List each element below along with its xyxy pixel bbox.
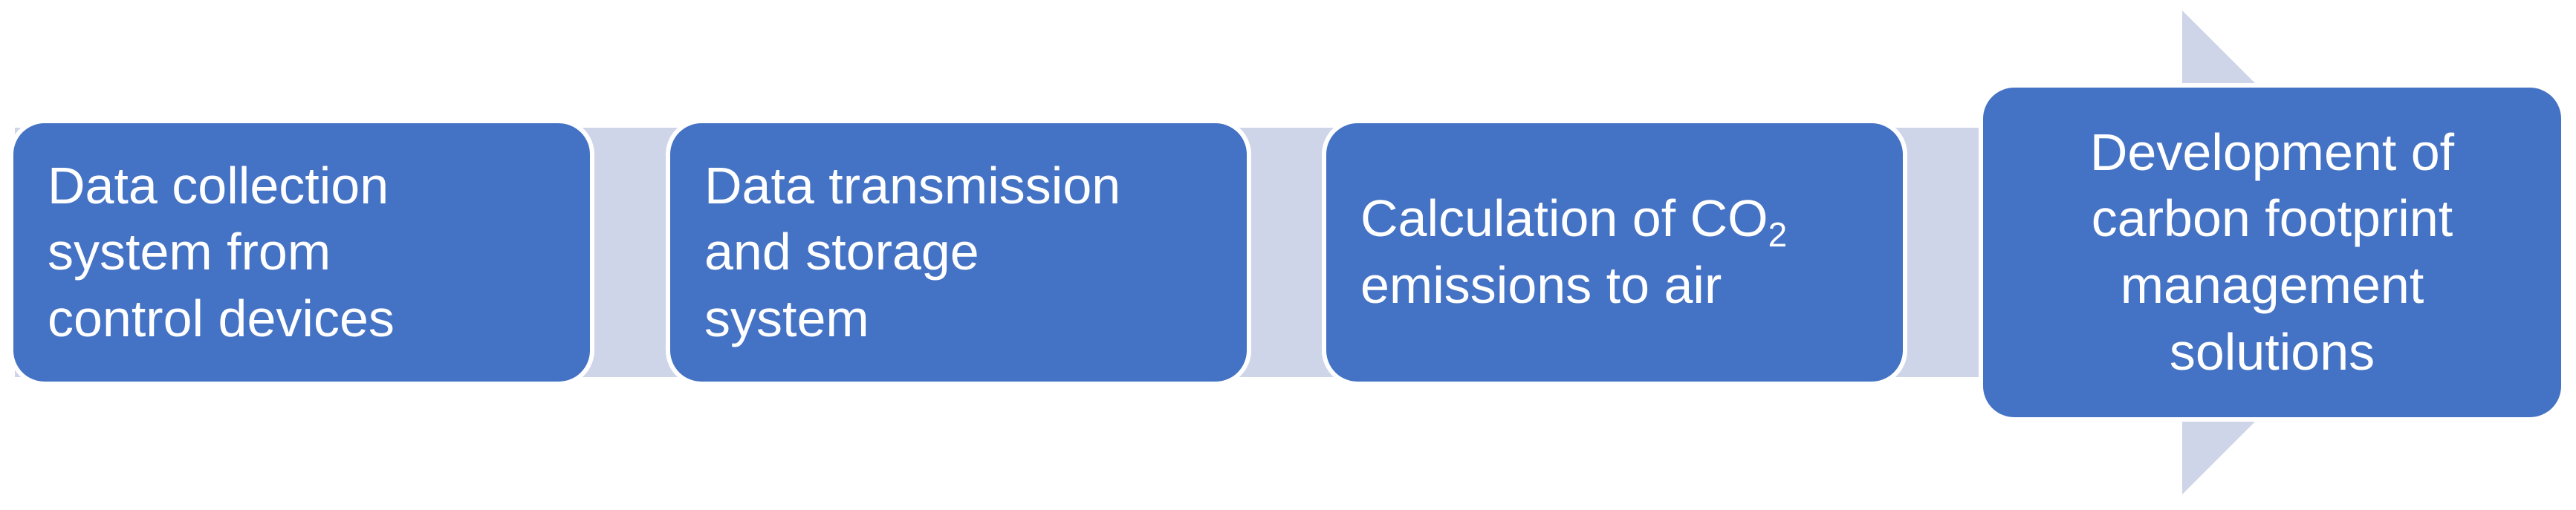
step-1-line-2: system from — [48, 223, 331, 281]
step-1-text: Data collection system from control devi… — [48, 153, 557, 353]
step-box-data-collection: Data collection system from control devi… — [9, 119, 594, 386]
step-box-co2-calculation: Calculation of CO2 emissions to air — [1322, 119, 1907, 386]
step-4-line-1: Development of — [2089, 122, 2455, 181]
step-4-text: Development of carbon footprint manageme… — [2010, 120, 2534, 385]
step-4-line-2: carbon footprint — [2091, 189, 2453, 248]
step-3-text: Calculation of CO2 emissions to air — [1360, 186, 1873, 318]
step-4-line-4: solutions — [2169, 322, 2375, 381]
step-1-line-1: Data collection — [48, 156, 389, 215]
step-3-line-1-text: Calculation of CO — [1360, 189, 1768, 248]
step-3-line-1: Calculation of CO2 — [1360, 189, 1787, 252]
step-3-line-2: emissions to air — [1360, 256, 1722, 314]
step-1-line-3: control devices — [48, 289, 395, 347]
step-2-line-2: and storage — [704, 223, 979, 281]
step-2-text: Data transmission and storage system — [704, 153, 1214, 353]
step-2-line-1: Data transmission — [704, 156, 1121, 215]
step-4-line-3: management — [2120, 256, 2424, 314]
step-box-data-transmission: Data transmission and storage system — [666, 119, 1251, 386]
step-box-carbon-footprint-solutions: Development of carbon footprint manageme… — [1979, 83, 2566, 422]
step-2-line-3: system — [704, 289, 869, 347]
co2-subscript: 2 — [1768, 215, 1788, 255]
